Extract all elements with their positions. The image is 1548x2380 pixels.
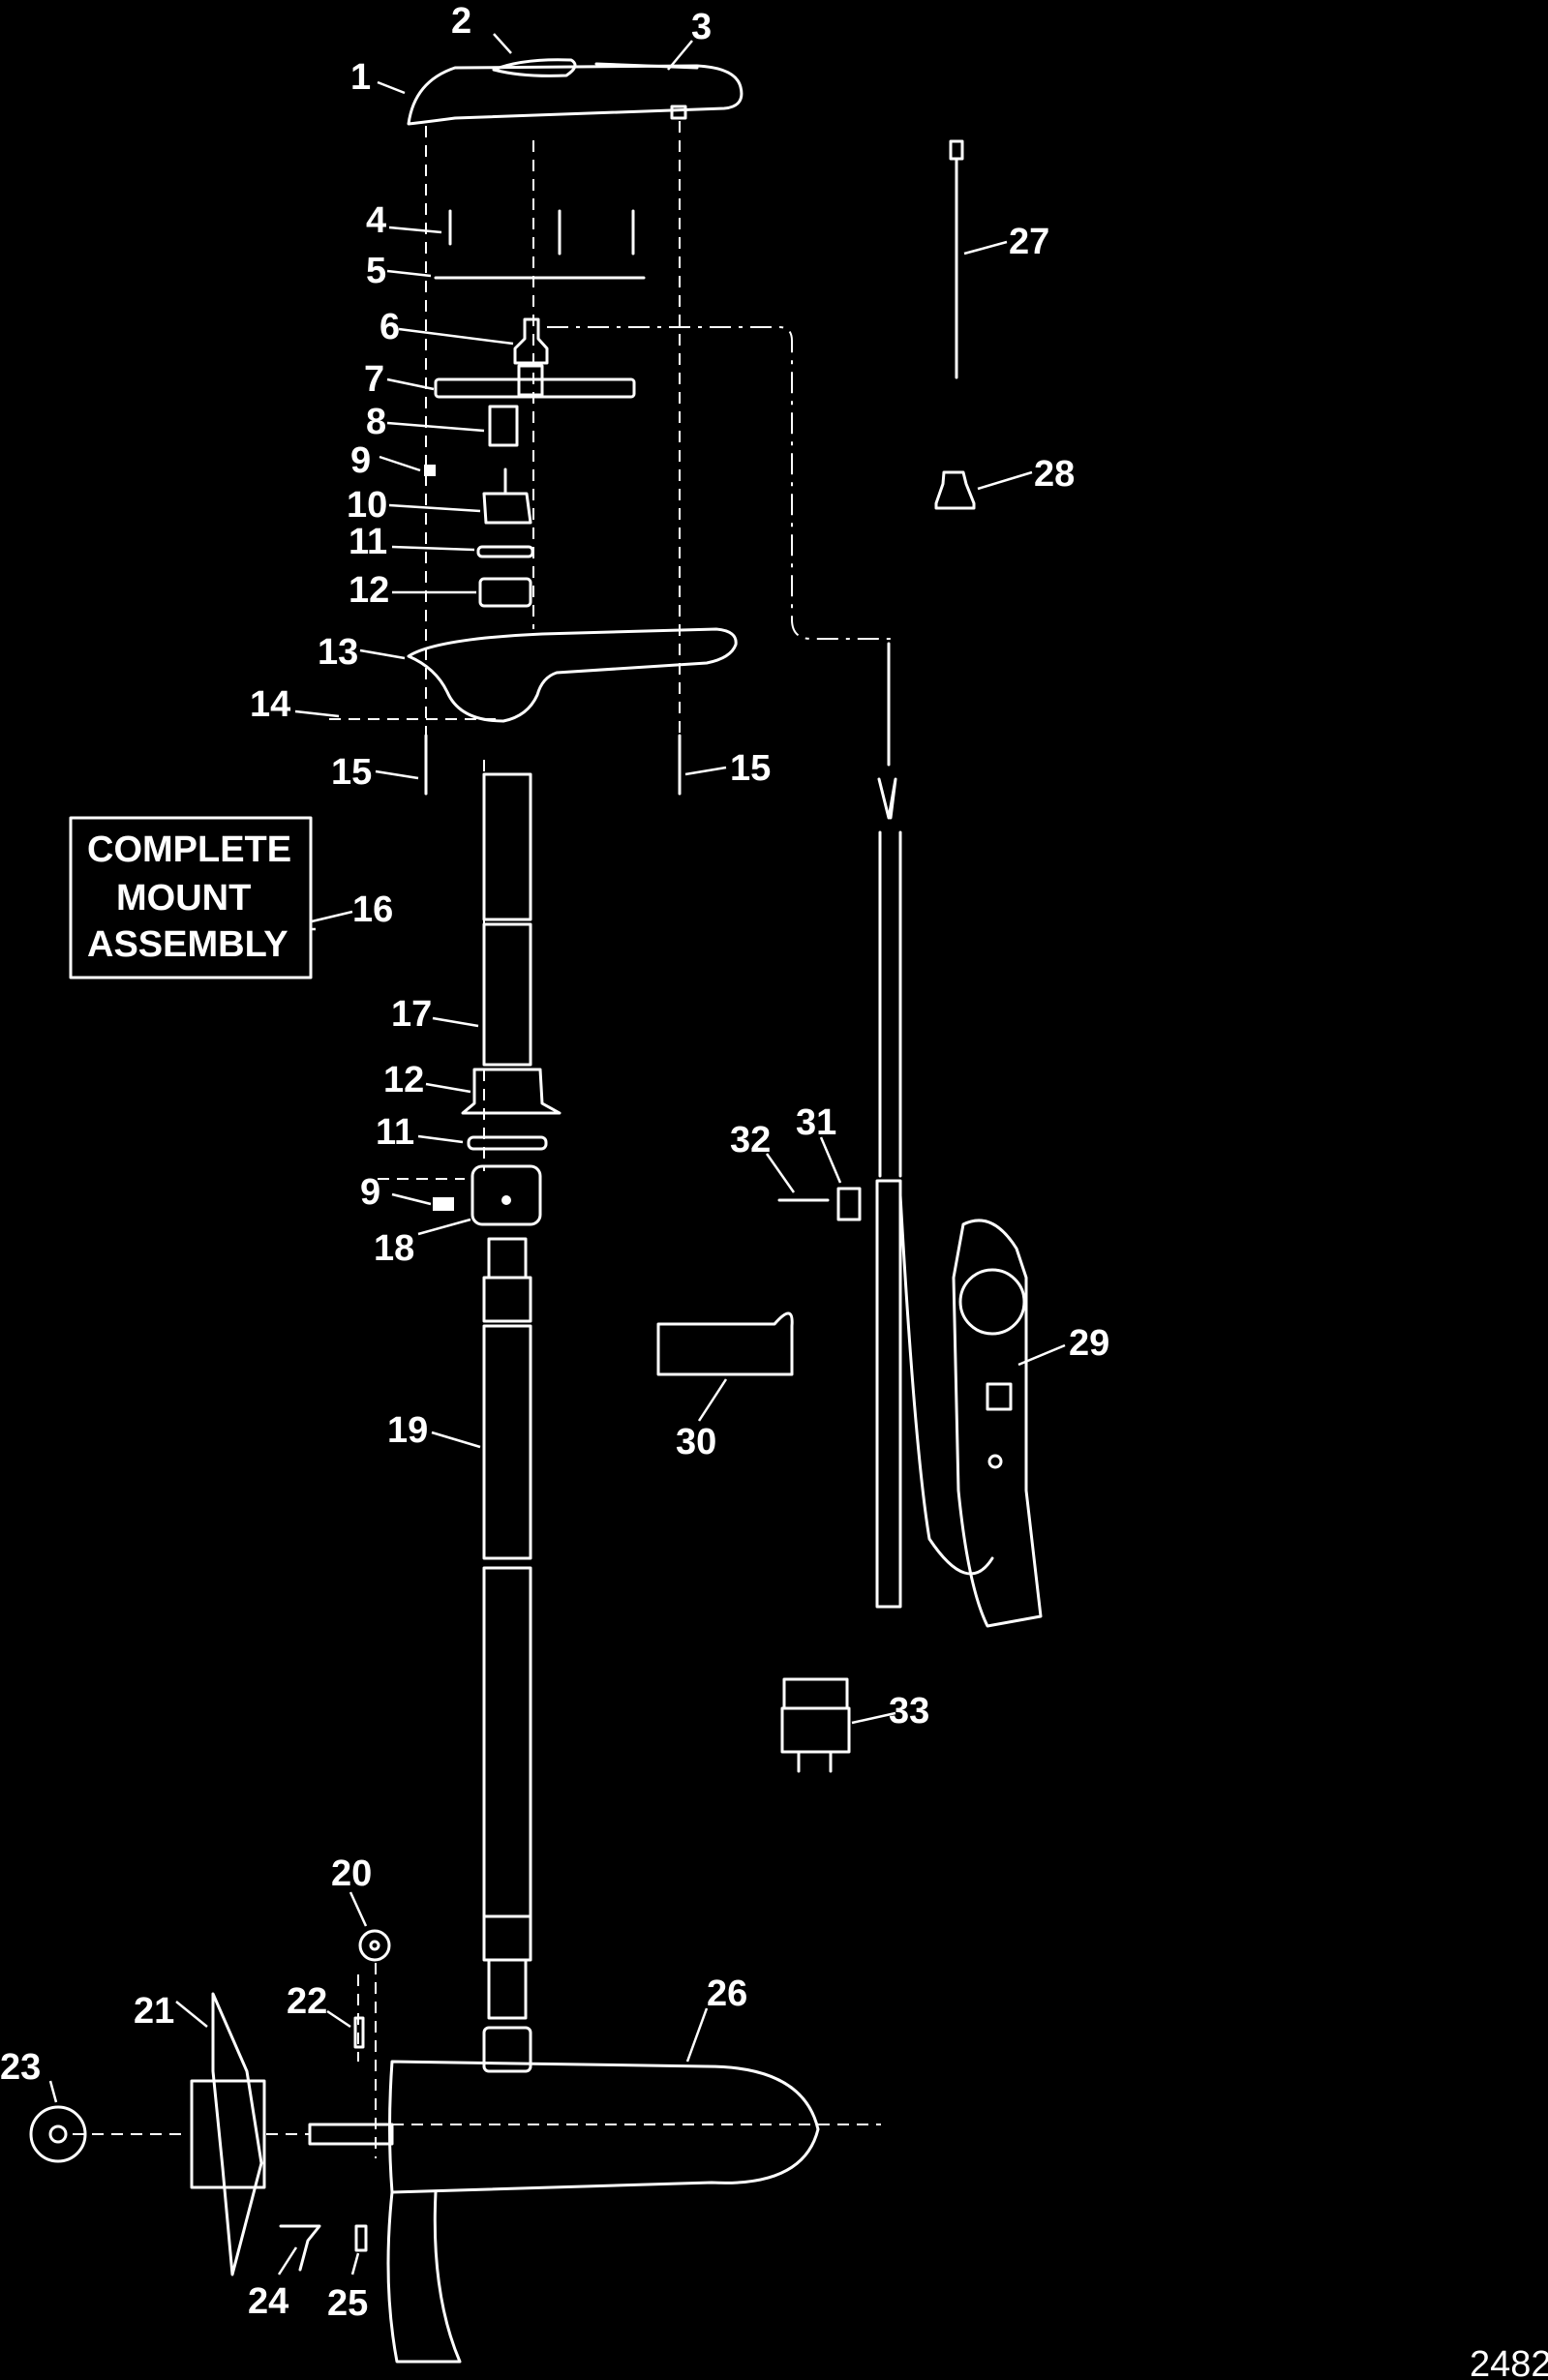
callout-26: 26 <box>707 1973 747 2014</box>
callout-29: 29 <box>1069 1323 1109 1364</box>
callout-12-lower: 12 <box>383 1060 424 1100</box>
switch-and-plate <box>434 317 636 399</box>
callout-22: 22 <box>287 1981 327 2022</box>
callout-32: 32 <box>730 1120 771 1160</box>
callout-labels: 1 2 3 4 5 6 7 8 9 10 11 12 13 14 15 15 1… <box>0 1 1109 2324</box>
callout-14: 14 <box>250 684 290 725</box>
callout-10: 10 <box>347 485 387 526</box>
upper-bearing-stack <box>424 405 534 608</box>
callout-17: 17 <box>391 994 432 1035</box>
wire-nut <box>934 470 976 510</box>
callout-2: 2 <box>451 1 471 42</box>
drive-pin <box>353 2016 365 2049</box>
callout-7: 7 <box>364 359 384 400</box>
callout-11-upper: 11 <box>349 522 387 562</box>
callout-1: 1 <box>350 57 371 98</box>
callout-33: 33 <box>889 1691 929 1732</box>
assembly-box-line-3: ASSEMBLY <box>87 924 288 965</box>
prop-nut <box>29 2105 87 2163</box>
assembly-box-line-1: COMPLETE <box>87 829 291 870</box>
callout-31: 31 <box>796 1102 836 1143</box>
callout-3: 3 <box>691 7 712 47</box>
callout-15-left: 15 <box>331 752 372 793</box>
propeller <box>190 1992 266 2276</box>
callout-30: 30 <box>676 1422 716 1462</box>
washer <box>358 1929 391 1962</box>
control-head-base <box>407 627 738 723</box>
cable-tie <box>949 139 964 379</box>
assembly-box-line-2: MOUNT <box>116 878 251 919</box>
screws <box>424 209 682 796</box>
plug-connector <box>780 1677 851 1773</box>
callout-8: 8 <box>366 402 386 442</box>
callout-4: 4 <box>366 200 386 241</box>
callout-6: 6 <box>379 307 400 347</box>
foot-pedal <box>875 1179 1043 1628</box>
callout-13: 13 <box>318 632 358 673</box>
callout-23: 23 <box>0 2047 41 2088</box>
callout-5: 5 <box>366 251 386 291</box>
callout-9-upper: 9 <box>350 440 371 481</box>
lower-collar-stack <box>433 1068 562 1226</box>
composite-shaft <box>482 1237 532 2020</box>
knob <box>836 1187 862 1221</box>
pin <box>354 2224 368 2252</box>
figure-reference-number: 2482 <box>1470 2344 1548 2380</box>
lower-unit-motor <box>308 2026 820 2364</box>
callout-12-upper: 12 <box>349 570 389 611</box>
bracket <box>656 1311 794 1376</box>
callout-11-lower: 11 <box>376 1112 414 1153</box>
callout-27: 27 <box>1009 222 1049 262</box>
leader-lines <box>48 33 1066 2275</box>
callout-9-lower: 9 <box>360 1172 380 1213</box>
top-cover <box>407 58 744 126</box>
upper-tube <box>482 772 532 1067</box>
callout-28: 28 <box>1034 454 1075 495</box>
callout-18: 18 <box>374 1228 414 1269</box>
screw <box>279 2224 321 2272</box>
callout-15-right: 15 <box>730 748 771 789</box>
callout-25: 25 <box>327 2283 368 2324</box>
complete-mount-assembly-box: COMPLETE MOUNT ASSEMBLY <box>69 816 313 979</box>
cable <box>877 642 902 1178</box>
callout-16: 16 <box>352 889 393 930</box>
callout-20: 20 <box>331 1853 372 1894</box>
callout-24: 24 <box>248 2281 288 2322</box>
callout-21: 21 <box>134 1991 174 2032</box>
callout-19: 19 <box>387 1410 428 1451</box>
